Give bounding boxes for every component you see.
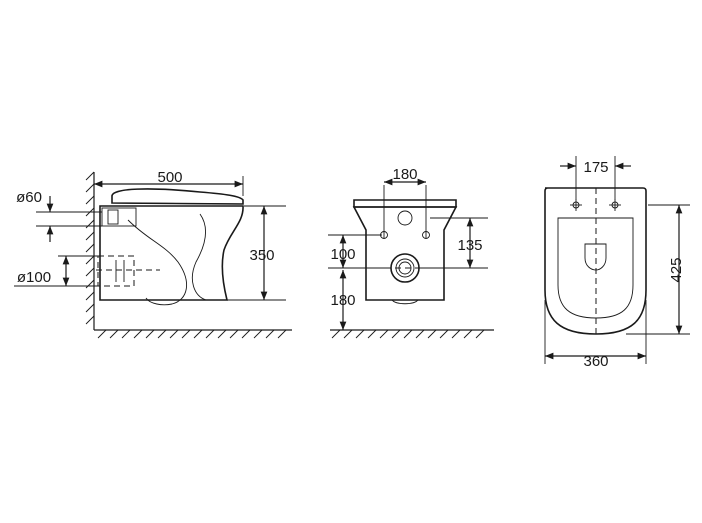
- front-body: [352, 206, 458, 301]
- top-drain: [584, 243, 607, 271]
- dim-front-outlet-height: 100: [330, 246, 355, 263]
- side-bowl: [99, 205, 244, 301]
- floor-hatching: [97, 329, 287, 339]
- top-fixing-hole-left: [570, 199, 582, 211]
- wall-hatching: [85, 171, 95, 325]
- front-seat: [353, 199, 457, 208]
- dim-front-bolt-spacing: 180: [392, 166, 417, 183]
- top-fixing-hole-right: [609, 199, 621, 211]
- dim-inlet-diameter: ø60: [16, 189, 42, 206]
- dim-side-width: 500: [157, 169, 182, 186]
- dim-outlet-diameter: ø100: [17, 269, 51, 286]
- side-view: 500 350 ø60 ø100: [14, 169, 292, 339]
- side-inlet-fitting: [101, 207, 137, 227]
- dim-top-spacing: 175: [583, 159, 608, 176]
- side-trapway: [127, 219, 187, 306]
- front-view: 180 135 100 180: [328, 166, 494, 339]
- dim-front-floor-height: 180: [330, 292, 355, 309]
- dim-side-height: 350: [249, 247, 274, 264]
- side-seat: [111, 188, 244, 205]
- front-inlet-hole: [397, 210, 413, 226]
- dim-top-width: 360: [583, 353, 608, 370]
- side-outlet-fitting: [97, 255, 135, 287]
- front-floor-hatching: [331, 329, 485, 339]
- dim-top-length: 425: [668, 257, 685, 282]
- dim-front-bolt-height: 135: [457, 237, 482, 254]
- top-view: 175 425 360: [544, 156, 690, 370]
